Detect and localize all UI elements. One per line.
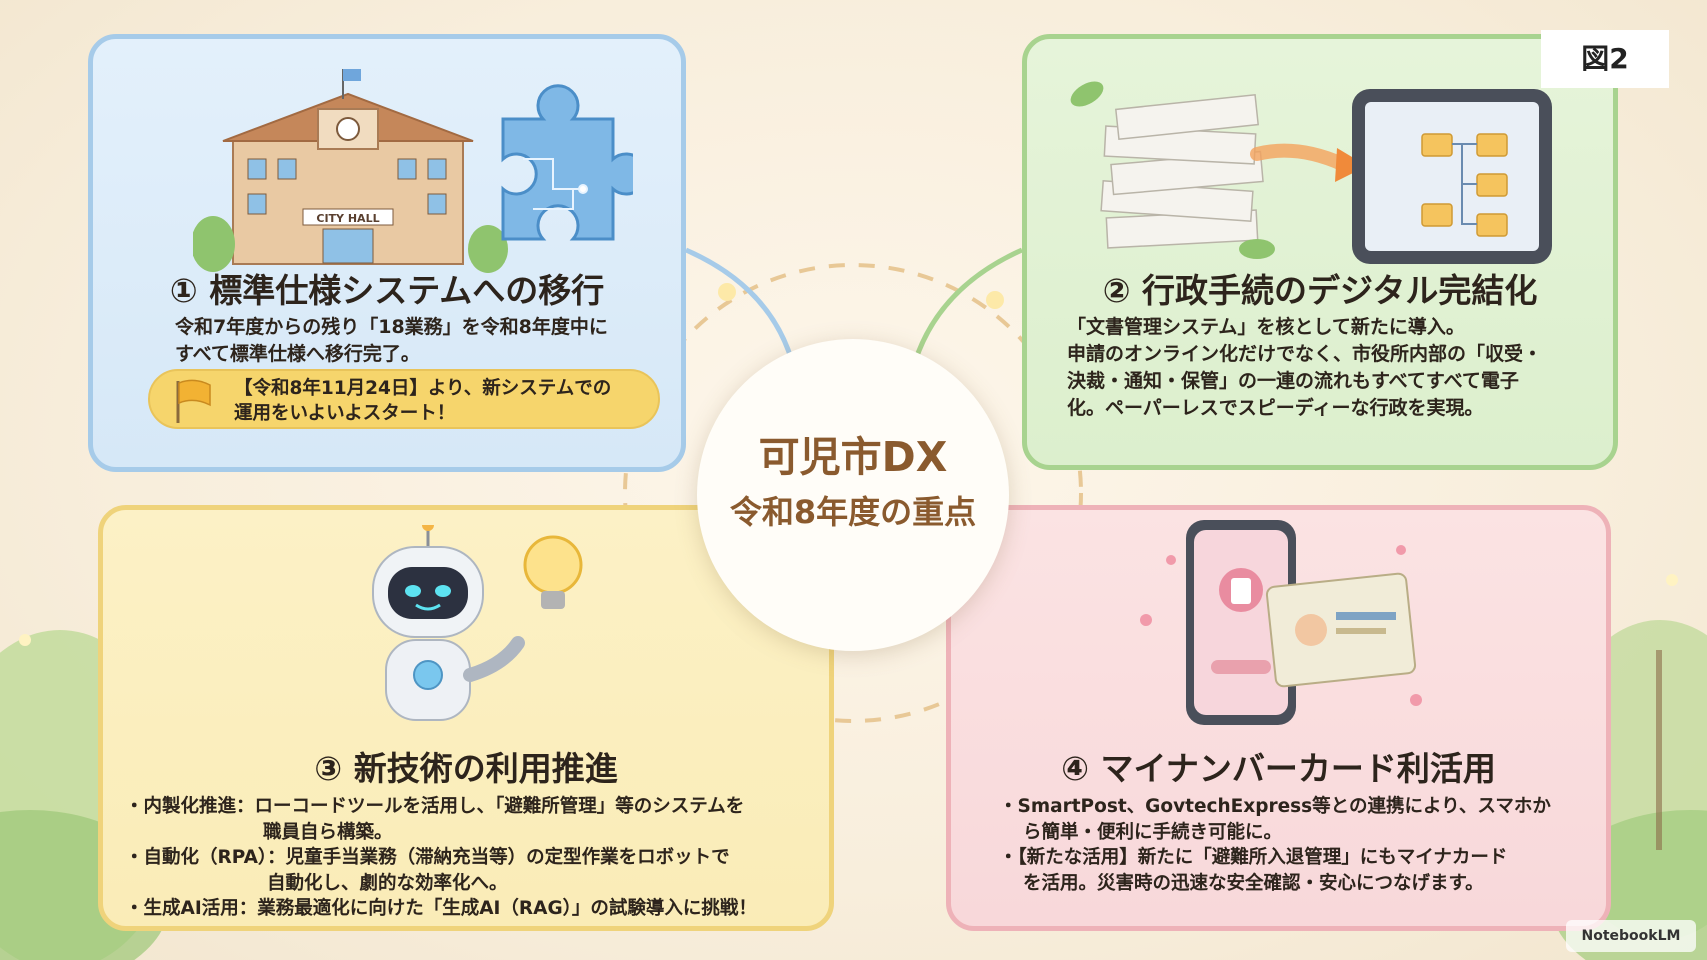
notebooklm-watermark: NotebookLM [1566, 920, 1696, 952]
section-new-technology: ③ 新技術の利用推進 ・内製化推進：ローコードツールを活用し、「避難所管理」等の… [98, 505, 834, 931]
section-4-bullet: ・【新たな活用】新たに「避難所入退管理」にもマイナカード [999, 847, 1508, 868]
launch-banner: 【令和8年11月24日】より、新システムでの 運用をいよいよスタート！ [148, 369, 660, 429]
section-2-body-line: 申請のオンライン化だけでなく、市役所内部の「収受・ [1067, 343, 1543, 365]
center-subtitle: 令和8年度の重点 [729, 493, 977, 531]
section-1-body: 令和7年度からの残り「18業務」を令和8年度中に すべて標準仕様へ移行完了。 [175, 314, 608, 368]
section-1-body-line: 令和7年度からの残り「18業務」を令和8年度中に [175, 316, 608, 338]
banner-line: 【令和8年11月24日】より、新システムでの [234, 378, 612, 399]
section-4-bullets: ・SmartPost、GovtechExpress等との連携により、スマホか ら… [999, 794, 1551, 896]
center-hub: 可児市DX 令和8年度の重点 [697, 339, 1009, 651]
section-my-number-card: ④ マイナンバーカード利活用 ・SmartPost、GovtechExpress… [946, 505, 1611, 931]
section-1-title: ① 標準仕様システムへの移行 [169, 271, 605, 310]
section-3-title: ③ 新技術の利用推進 [314, 749, 618, 788]
section-3-bullet: ・内製化推進：ローコードツールを活用し、「避難所管理」等のシステムを [125, 796, 745, 817]
section-4-bullet-cont: ら簡単・便利に手続き可能に。 [1023, 821, 1283, 843]
section-1-body-line: すべて標準仕様へ移行完了。 [175, 343, 420, 365]
section-2-body-line: 化。ペーパーレスでスピーディーな行政を実現。 [1067, 397, 1484, 419]
city-hall-icon: CITY HALL [193, 69, 633, 273]
section-4-title: ④ マイナンバーカード利活用 [1061, 749, 1496, 788]
paper-stack-icon [1070, 81, 1367, 259]
section-standard-system-migration: CITY HALL ① 標準仕様システムへの移行 令和7年度からの残り「18業務… [88, 34, 686, 472]
section-2-title: ② 行政手続のデジタル完結化 [1102, 271, 1538, 310]
section-digital-administration: ② 行政手続のデジタル完結化 「文書管理システム」を核として新たに導入。 申請の… [1022, 34, 1618, 470]
tablet-folders-icon [1352, 89, 1552, 264]
section-3-bullet: ・自動化（RPA）：児童手当業務（滞納充当等）の定型作業をロボットで [125, 847, 730, 868]
section-2-body: 「文書管理システム」を核として新たに導入。 申請のオンライン化だけでなく、市役所… [1067, 314, 1542, 422]
section-4-bullet-cont: を活用。災害時の迅速な安全確認・安心につなげます。 [1023, 872, 1484, 894]
flag-icon [176, 379, 211, 423]
id-card-icon [1265, 572, 1417, 688]
puzzle-piece-icon [501, 84, 633, 241]
light-bulb-icon [523, 535, 583, 609]
section-3-bullet-cont: 自動化し、劇的な効率化へ。 [267, 872, 508, 894]
city-hall-sign: CITY HALL [316, 212, 379, 225]
section-3-bullet-cont: 職員自ら構築。 [263, 821, 393, 843]
section-3-bullets: ・内製化推進：ローコードツールを活用し、「避難所管理」等のシステムを 職員自ら構… [125, 794, 757, 922]
banner-line: 運用をいよいよスタート！ [234, 403, 456, 424]
center-title: 可児市DX [758, 433, 948, 481]
section-4-bullet: ・SmartPost、GovtechExpress等との連携により、スマホか [999, 796, 1551, 817]
smartphone-icon [1140, 520, 1422, 725]
figure-label: 図2 [1541, 30, 1669, 88]
robot-icon [372, 525, 583, 721]
section-3-bullet: ・生成AI活用：業務最適化に向けた「生成AI（RAG）」の試験導入に挑戦！ [125, 898, 757, 919]
section-2-body-line: 決裁・通知・保管」の一連の流れもすべてすべて電子 [1067, 370, 1519, 392]
section-2-body-line: 「文書管理システム」を核として新たに導入。 [1067, 316, 1465, 338]
banner-text: 【令和8年11月24日】より、新システムでの 運用をいよいよスタート！ [234, 376, 611, 426]
